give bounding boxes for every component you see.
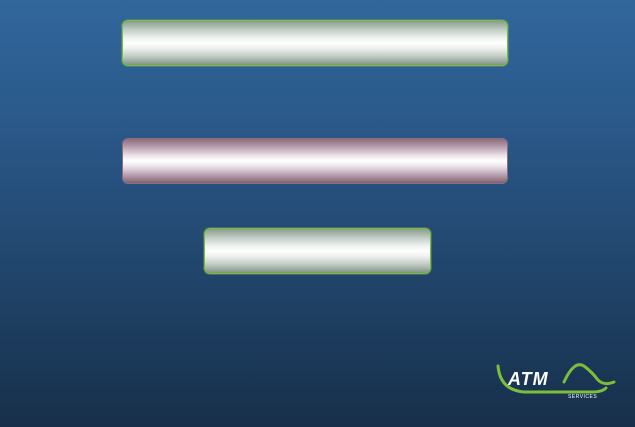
bottom-glossy-bar[interactable]: [204, 228, 431, 274]
top-glossy-bar[interactable]: [122, 20, 508, 66]
logo-text: ATM: [507, 369, 549, 389]
middle-glossy-bar[interactable]: [122, 138, 508, 184]
logo-swoosh-lower: [496, 364, 608, 394]
atm-logo-icon: ATM SERVICES: [496, 363, 616, 400]
logo-swoosh-upper: [562, 363, 616, 386]
logo-tagline: SERVICES: [568, 394, 597, 400]
